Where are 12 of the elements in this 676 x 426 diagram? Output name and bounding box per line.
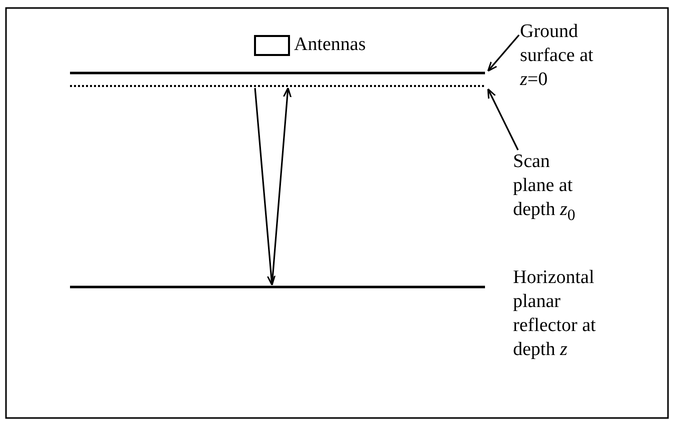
callout-text: Ground surface at z=0 xyxy=(520,20,595,92)
ray-arrow xyxy=(254,88,276,286)
ray-arrow xyxy=(271,87,292,286)
leader-line xyxy=(487,88,519,150)
leader-line xyxy=(487,34,520,72)
reflector-label: Horizontal planar reflector at depth z xyxy=(513,266,597,362)
callout-text: Scan plane at depth z$_{0}$ xyxy=(513,150,588,228)
reflector-line xyxy=(70,286,485,288)
scan-plane-line xyxy=(70,85,485,87)
ground-surface-line xyxy=(70,72,485,74)
antenna-label: Antennas xyxy=(294,33,366,57)
antenna-symbol xyxy=(254,35,290,56)
